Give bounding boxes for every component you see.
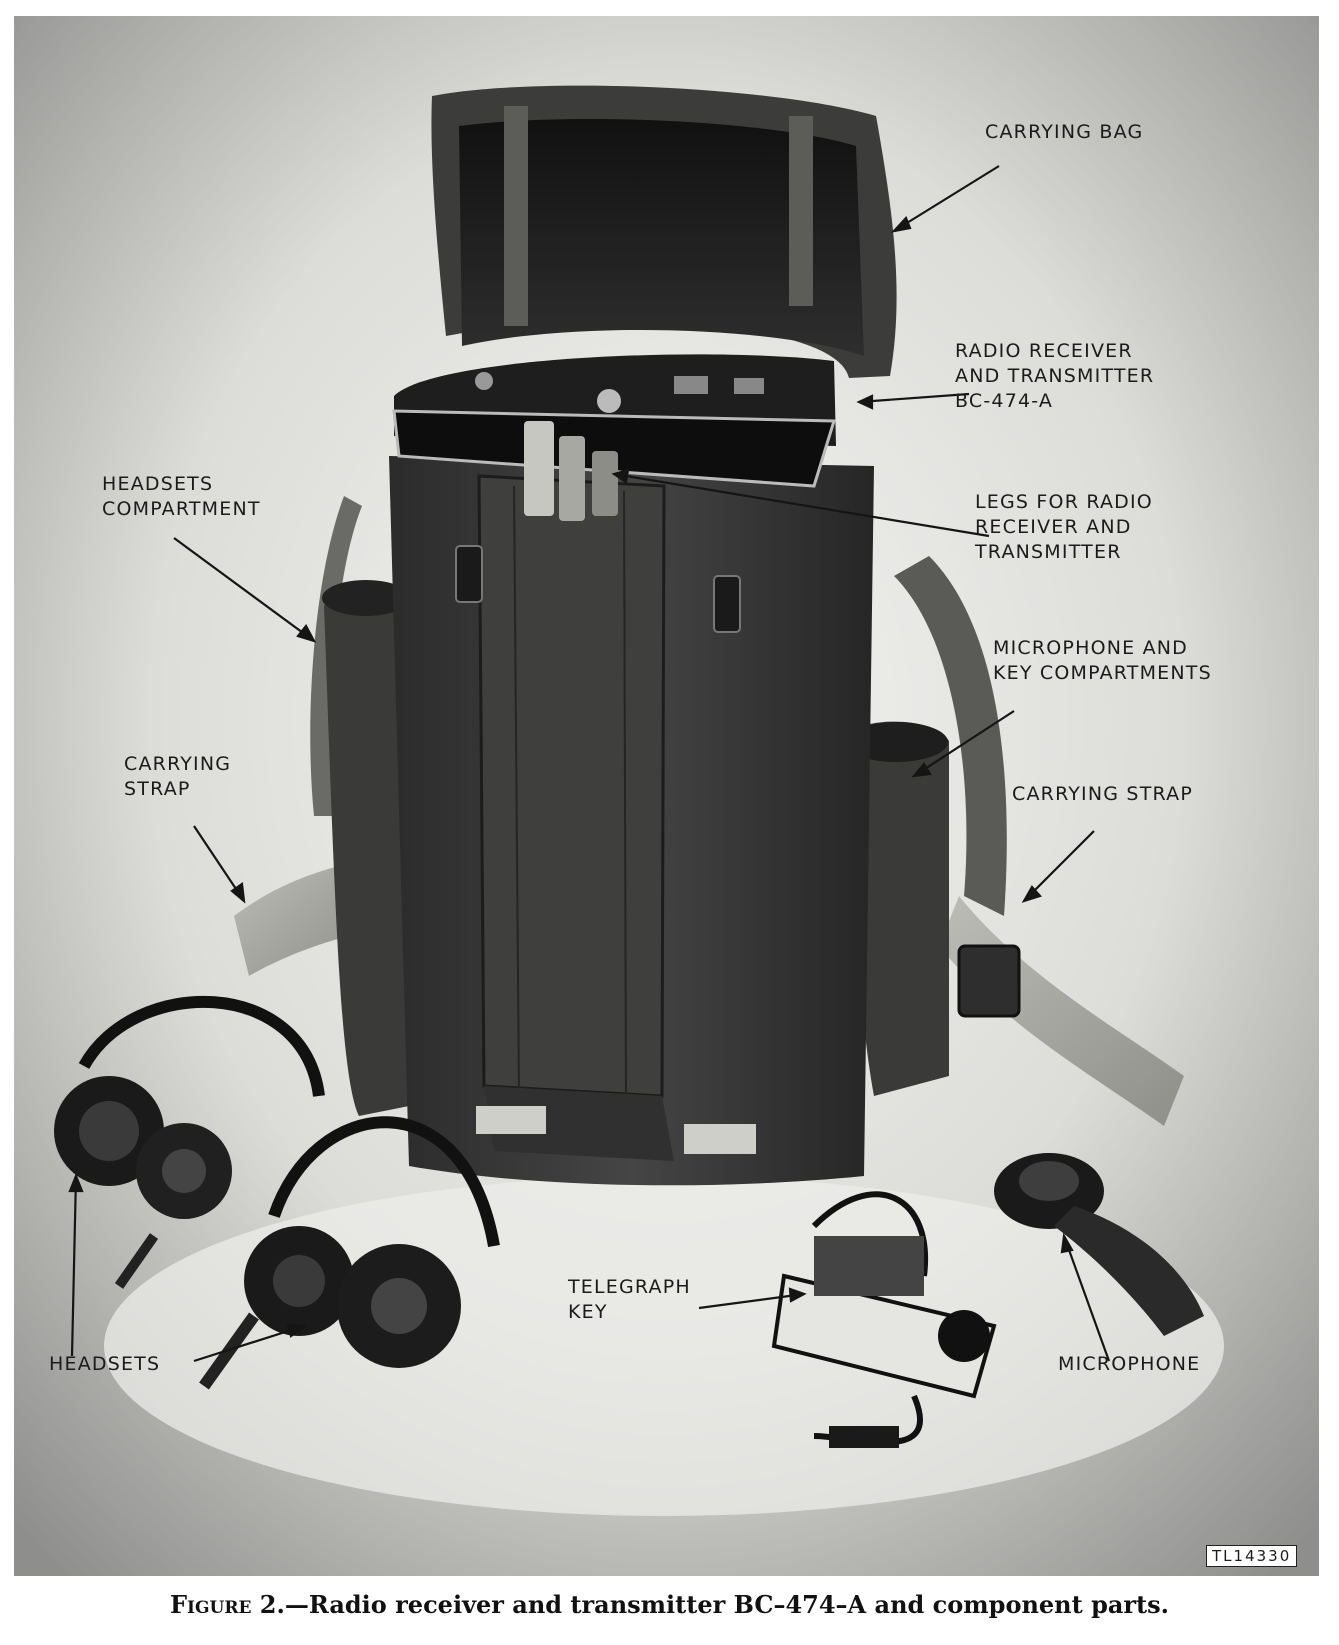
label-radio-receiver-transmitter: RADIO RECEIVER AND TRANSMITTER BC-474-A	[955, 340, 1155, 412]
right-shoulder-strap	[894, 556, 1007, 916]
label-carrying-strap-left: CARRYING STRAP	[124, 753, 232, 800]
label-carrying-bag: CARRYING BAG	[985, 121, 1144, 143]
left-shoulder-strap	[310, 496, 362, 816]
microphone-key-compartments	[844, 721, 949, 1096]
label-microphone: MICROPHONE	[1058, 1353, 1201, 1375]
label-microphone-key-compartments: MICROPHONE AND KEY COMPARTMENTS	[993, 637, 1212, 684]
base-foot-left	[476, 1106, 546, 1134]
headsets-compartment	[324, 582, 409, 1116]
figure-caption: Figure 2.—Radio receiver and transmitter…	[0, 1590, 1339, 1619]
strap-buckle	[957, 944, 1021, 1018]
figure-caption-text: —Radio receiver and transmitter BC–474–A…	[284, 1590, 1169, 1619]
radio-legs	[524, 421, 554, 516]
right-clasp	[713, 575, 741, 633]
left-clasp	[455, 545, 483, 603]
figure-number: Figure 2.	[170, 1590, 285, 1619]
label-headsets: HEADSETS	[49, 1353, 161, 1375]
base-foot-right	[684, 1124, 756, 1154]
equipment-photo	[14, 16, 1319, 1576]
label-carrying-strap-right: CARRYING STRAP	[1012, 783, 1193, 805]
label-headsets-compartment: HEADSETS COMPARTMENT	[102, 473, 261, 520]
telegraph-key-image	[771, 1191, 997, 1448]
label-legs-for-radio: LEGS FOR RADIO RECEIVER AND TRANSMITTER	[975, 491, 1153, 563]
headsets-image	[54, 995, 500, 1390]
front-pocket	[477, 474, 666, 1098]
leader-lines	[68, 165, 1111, 1363]
photo-reference-code: TL14330	[1206, 1545, 1298, 1567]
label-telegraph-key: TELEGRAPH KEY	[568, 1276, 691, 1323]
radio-unit	[392, 409, 837, 488]
microphone-image	[994, 1153, 1204, 1336]
